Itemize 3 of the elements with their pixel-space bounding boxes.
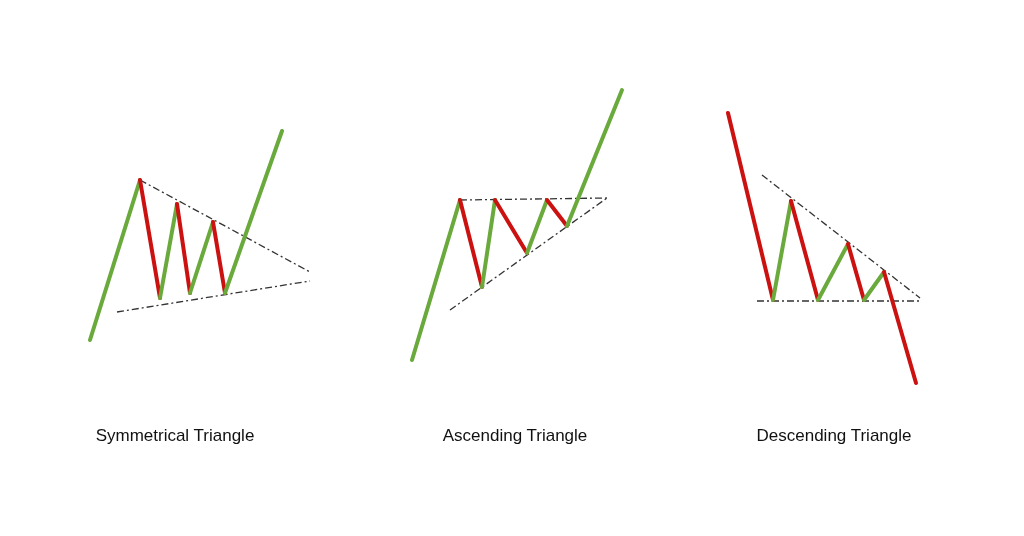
pattern-caption: Ascending Triangle: [442, 426, 588, 446]
pattern-caption: Descending Triangle: [756, 426, 912, 446]
pattern-caption: Symmetrical Triangle: [95, 426, 255, 446]
